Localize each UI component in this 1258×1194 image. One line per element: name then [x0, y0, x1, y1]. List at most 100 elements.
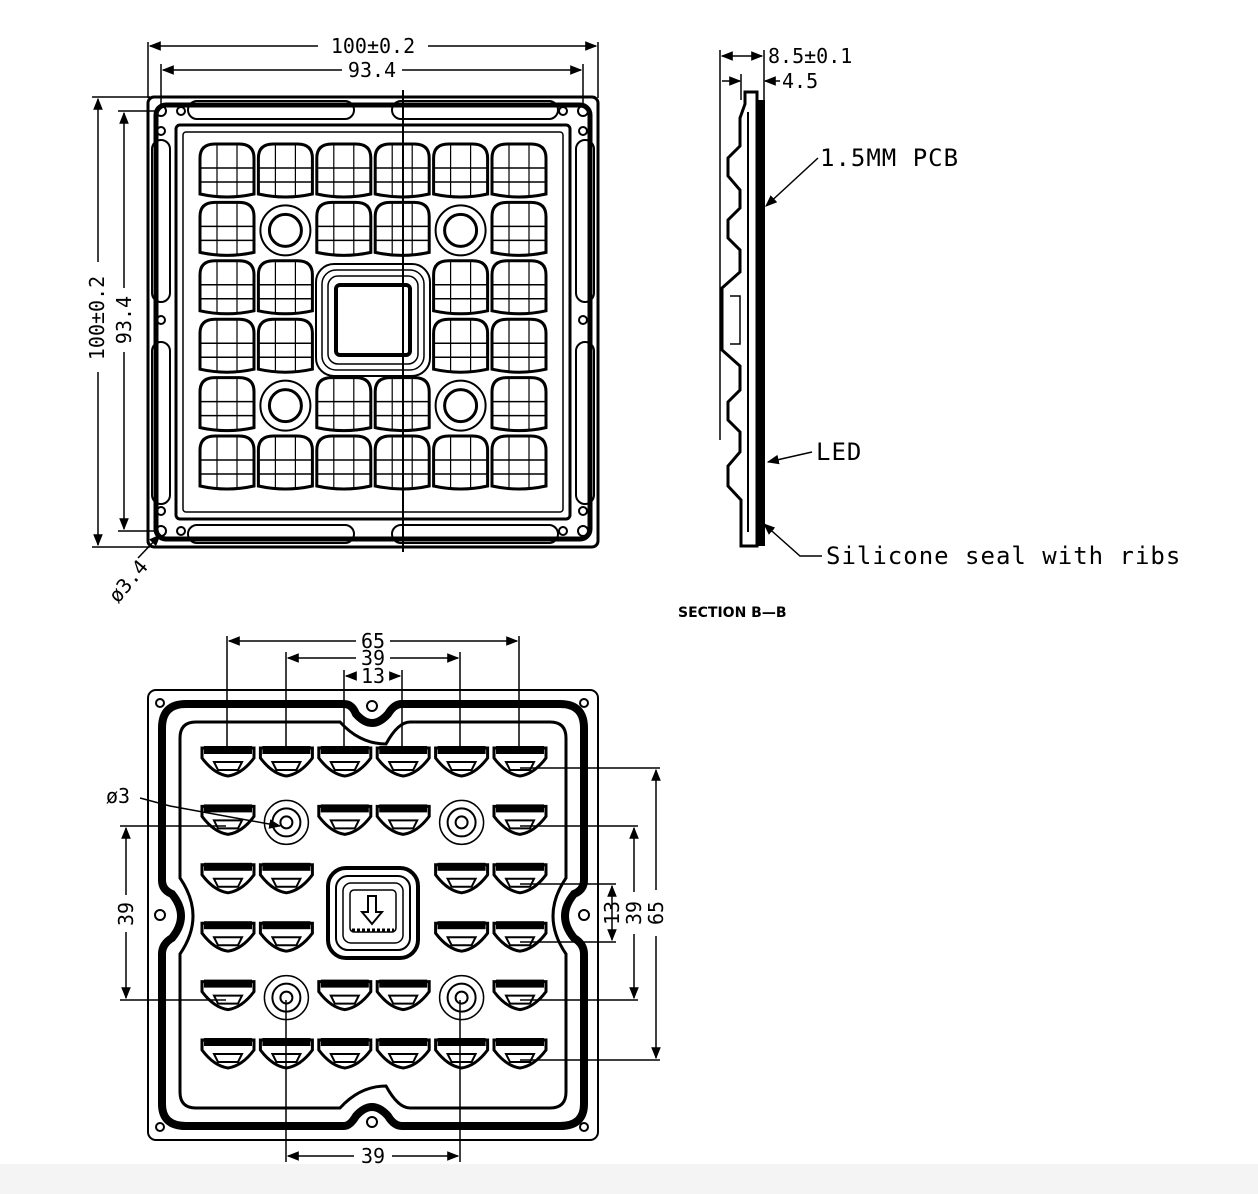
bottom-dim-left-39-label: 39 [114, 902, 138, 926]
bottom-inner-rib [178, 720, 568, 1110]
bottom-dim-top-39-label: 39 [361, 646, 385, 670]
lens-cell [315, 376, 373, 433]
seal-ring [263, 799, 310, 846]
pcb-board [757, 100, 765, 546]
bottom-dim-top-39: 39 [285, 646, 461, 746]
lens-cell [256, 142, 314, 199]
led-pocket [258, 862, 314, 895]
bottom-dim-top-65: 65 [226, 629, 520, 746]
arrow-down-icon [359, 895, 385, 926]
bottom-hole-leader: ø3 [106, 784, 282, 829]
bottom-view: 65 39 13 ø3 39 [106, 629, 668, 1168]
pcb-leader: 1.5MM PCB [765, 144, 959, 207]
led-pocket [434, 1038, 490, 1070]
lens-cell [198, 434, 256, 491]
lens-cell [198, 259, 256, 316]
side-total-dimension: 8.5±0.1 [719, 44, 852, 440]
bottom-dim-top-13-label: 13 [361, 664, 385, 688]
led-pocket [200, 921, 256, 953]
bottom-dim-left-39: 39 [114, 825, 226, 1001]
led-pocket [200, 862, 256, 895]
led-pocket [375, 746, 431, 778]
lens-cell [198, 317, 256, 374]
led-pocket [258, 921, 314, 953]
lens-cell [373, 434, 431, 491]
bottom-dim-top-13: 13 [343, 664, 403, 746]
lens-ring [259, 204, 312, 257]
bottom-dim-right-13-label: 13 [600, 901, 624, 925]
lens-cell [490, 317, 548, 374]
top-width-dimension: 100±0.2 [147, 34, 599, 98]
lens-cell [315, 434, 373, 491]
lens-cell [432, 317, 490, 374]
led-pocket [317, 1038, 373, 1070]
top-height-label: 100±0.2 [85, 276, 109, 360]
led-pocket [434, 862, 490, 895]
top-lens-grid [198, 142, 548, 491]
bottom-mounting-holes [154, 698, 590, 1132]
led-leader: LED [766, 438, 862, 466]
bottom-dim-bottom-39: 39 [285, 1000, 461, 1168]
top-inner-width-label: 93.4 [348, 58, 396, 82]
lens-cell [198, 376, 256, 433]
led-pocket [375, 1038, 431, 1070]
lens-cell [256, 317, 314, 374]
bottom-dim-right: 13 39 65 [520, 767, 668, 1061]
section-title: SECTION B—B [678, 605, 787, 621]
led-pocket [492, 1038, 548, 1070]
seal-leader: Silicone seal with ribs [763, 523, 1180, 570]
lens-cell [198, 200, 256, 257]
led-pocket [200, 746, 256, 778]
top-mounting-holes [155, 105, 589, 537]
lens-cell [373, 142, 431, 199]
bottom-dim-right-65-label: 65 [644, 901, 668, 925]
side-partial-dimension: 4.5 [722, 69, 818, 100]
top-inner-width-dimension: 93.4 [160, 58, 584, 104]
top-height-dimension: 100±0.2 [85, 96, 150, 548]
lens-cell [490, 434, 548, 491]
led-pocket [258, 746, 314, 778]
led-pocket [434, 746, 490, 778]
lens-cell [490, 142, 548, 199]
led-pocket [200, 1038, 256, 1070]
lens-cell [373, 376, 431, 433]
seal-ring [438, 799, 485, 846]
top-module-outline [146, 90, 600, 552]
led-pocket [492, 979, 548, 1012]
top-view: 100±0.2 93.4 100±0.2 93.4 [85, 34, 600, 607]
led-label: LED [816, 438, 862, 466]
led-pocket [375, 804, 431, 836]
side-total-label: 8.5±0.1 [768, 44, 852, 68]
lens-cell [490, 200, 548, 257]
lens-cell [432, 259, 490, 316]
led-pocket [492, 804, 548, 836]
lens-cell [198, 142, 256, 199]
bottom-led-grid [200, 746, 548, 1070]
lens-cell [490, 259, 548, 316]
bottom-bar [0, 1164, 1258, 1194]
bottom-seal-gasket [158, 700, 588, 1130]
led-pocket [317, 979, 373, 1012]
top-inner-height-dimension: 93.4 [112, 110, 158, 532]
bottom-dim-right-39-label: 39 [622, 901, 646, 925]
lens-ring [434, 379, 487, 432]
side-section-view: 8.5±0.1 4.5 1.5MM PCB LED Silicone seal … [678, 44, 1180, 621]
led-pocket [434, 921, 490, 953]
lens-profile [720, 90, 759, 548]
lens-cell [373, 200, 431, 257]
pcb-label: 1.5MM PCB [820, 144, 959, 172]
lens-cell [315, 142, 373, 199]
lens-cell [490, 376, 548, 433]
top-hole-label: ø3.4 [103, 555, 152, 607]
bottom-dim-top-65-label: 65 [361, 629, 385, 653]
side-partial-label: 4.5 [782, 69, 818, 93]
led-pocket [492, 921, 548, 953]
led-pocket [375, 979, 431, 1012]
lens-ring [259, 379, 312, 432]
lens-cell [432, 142, 490, 199]
led-pocket [317, 804, 373, 836]
led-pocket [317, 746, 373, 778]
lens-cell [432, 434, 490, 491]
bottom-center-window [326, 866, 420, 960]
